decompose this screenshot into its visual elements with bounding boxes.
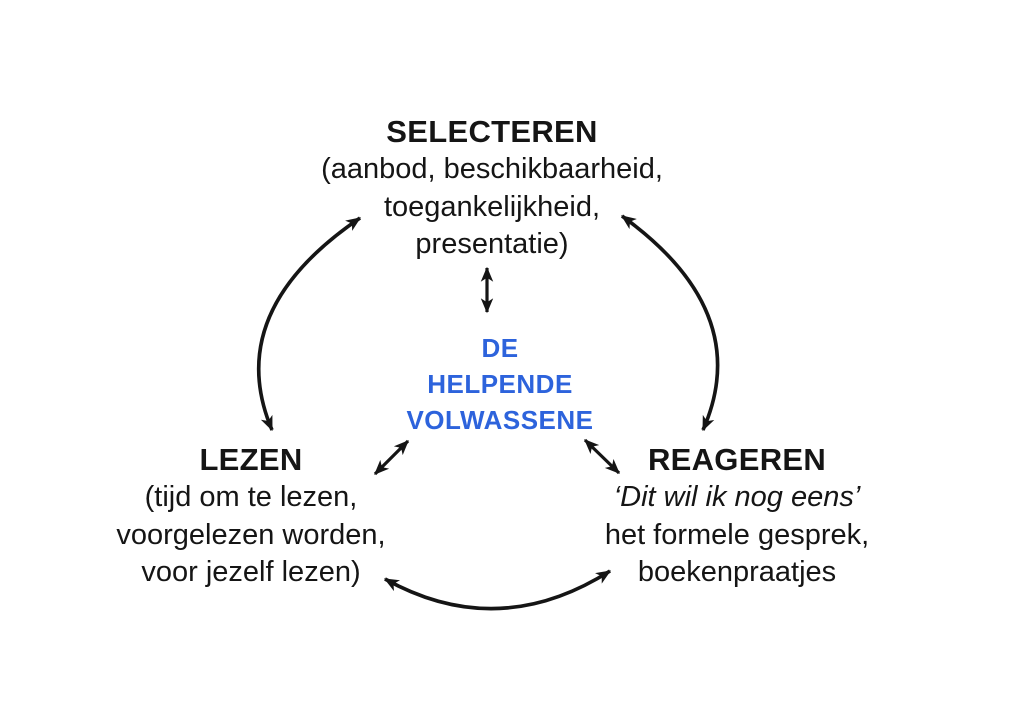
arc-reageren-lezen-arrow [383, 569, 612, 611]
arc-selecteren-reageren-arrow [620, 214, 720, 432]
node-selecteren-title: SELECTEREN [386, 114, 598, 149]
node-lezen-line-3: voor jezelf lezen) [141, 556, 361, 588]
node-selecteren-line-3: presentatie) [415, 228, 569, 260]
center-label: DE HELPENDE VOLWASSENE [340, 330, 660, 438]
node-selecteren-line-2: toegankelijkheid, [383, 190, 601, 223]
link-center-lezen-arrow [373, 439, 410, 476]
node-lezen-line-1: (tijd om te lezen, [144, 481, 358, 513]
node-reageren-quote: ‘Dit wil ik nog eens’ [613, 481, 861, 513]
node-reageren-line-2: boekenpraatjes [637, 556, 837, 588]
center-line-1: DE [481, 333, 519, 363]
center-line-2: HELPENDE [427, 369, 573, 399]
node-reageren-title: REAGEREN [647, 442, 827, 477]
link-center-reageren-arrow [583, 438, 621, 475]
node-selecteren: SELECTEREN (aanbod, beschikbaarheid, toe… [292, 112, 692, 264]
arc-lezen-selecteren-arrow [257, 216, 362, 432]
node-lezen-title: LEZEN [199, 442, 303, 477]
node-lezen: LEZEN (tijd om te lezen, voorgelezen wor… [70, 440, 432, 592]
center-line-3: VOLWASSENE [406, 405, 594, 435]
node-lezen-line-2: voorgelezen worden, [116, 518, 386, 551]
node-reageren-line-1: het formele gesprek, [604, 518, 870, 551]
node-reageren: REAGEREN ‘Dit wil ik nog eens’ het forme… [555, 440, 919, 592]
node-selecteren-line-1: (aanbod, beschikbaarheid, [321, 153, 663, 185]
